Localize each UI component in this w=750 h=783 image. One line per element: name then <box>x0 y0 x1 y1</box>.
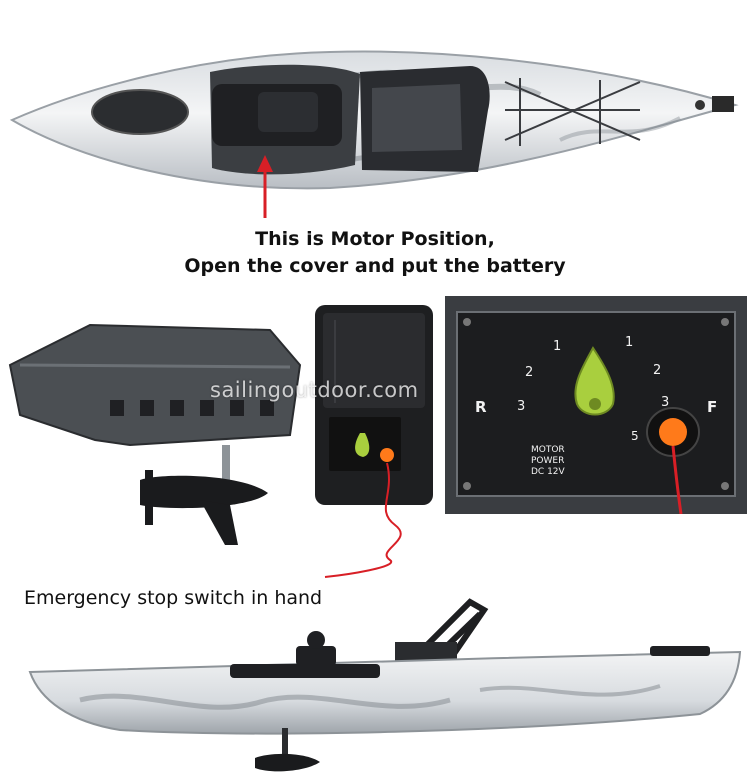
speed-5-label: 5 <box>631 429 639 443</box>
motor-position-caption: This is Motor Position, Open the cover a… <box>0 226 750 280</box>
control-panel-closeup: 1 2 3 1 2 3 R F 5 MOTOR POWER DC 12V <box>445 296 747 514</box>
emergency-stop-button <box>659 418 687 446</box>
propeller-fin <box>140 475 268 509</box>
speed-knob <box>574 346 615 416</box>
motor-position-line2: Open the cover and put the battery <box>184 255 566 277</box>
motor-label-line2: POWER <box>531 456 564 466</box>
front-hatch <box>91 89 189 135</box>
forward-label: F <box>707 398 717 416</box>
dial-right-mark-2: 2 <box>653 363 661 378</box>
kayak-side-view <box>28 598 742 772</box>
battery-box-image <box>315 305 433 578</box>
dial-left-mark-3: 3 <box>517 399 525 414</box>
stop-lanyard <box>324 462 402 578</box>
watermark: sailingoutdoor.com <box>210 378 419 402</box>
motor-label-line3: DC 12V <box>531 467 566 477</box>
kayak-top-view <box>9 50 739 218</box>
motor-pod-body <box>8 323 302 447</box>
dial-right-mark-3: 3 <box>661 395 669 410</box>
dial-right-mark-1: 1 <box>625 335 633 350</box>
dial-left-mark-2: 2 <box>525 365 533 380</box>
dial-left-mark-1: 1 <box>553 339 561 354</box>
motor-position-line1: This is Motor Position, <box>255 228 495 250</box>
reverse-label: R <box>475 398 487 416</box>
emergency-stop-caption: Emergency stop switch in hand <box>24 587 323 609</box>
motor-pod-image <box>8 323 302 545</box>
side-propeller-fin <box>255 753 320 772</box>
motor-label-line1: MOTOR <box>531 445 565 455</box>
rear-bungee <box>504 78 641 146</box>
